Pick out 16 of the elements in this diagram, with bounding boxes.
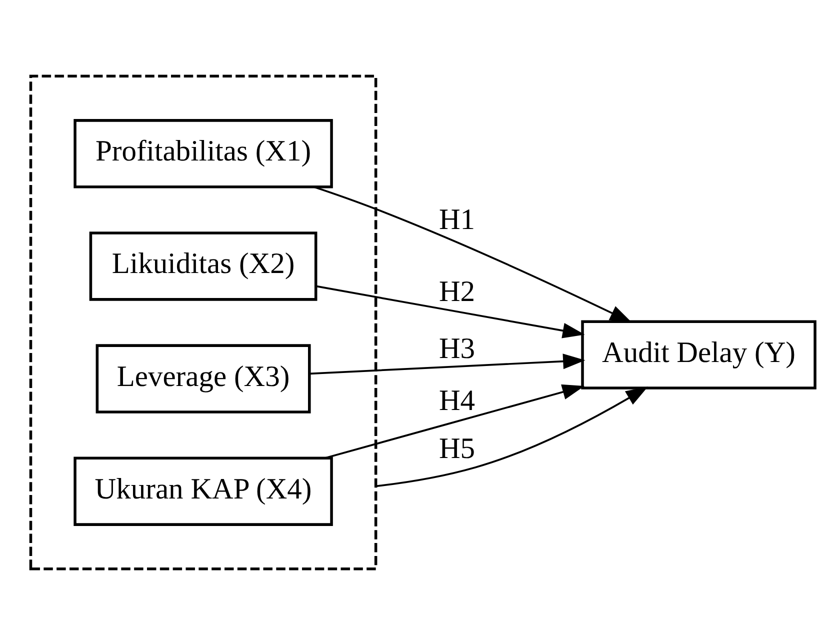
edge-label: H4 xyxy=(438,384,476,416)
node-box: Profitabilitas (X1) xyxy=(74,118,333,188)
cluster xyxy=(29,74,378,570)
arrow xyxy=(314,186,632,322)
edge-label: H2 xyxy=(438,275,476,308)
arrow xyxy=(376,386,648,487)
node-box: Likuiditas (X2) xyxy=(89,231,318,300)
arrow xyxy=(316,284,585,338)
node-box: Ukuran KAP (X4) xyxy=(74,456,333,526)
edge-label: H1 xyxy=(438,203,476,236)
arrow xyxy=(309,353,586,374)
arrow xyxy=(324,384,584,458)
node-box: Leverage (X3) xyxy=(96,344,311,413)
edge-label: H3 xyxy=(438,332,476,365)
edge-label: H5 xyxy=(438,432,476,464)
node-box: Audit Delay (Y) xyxy=(581,320,816,389)
